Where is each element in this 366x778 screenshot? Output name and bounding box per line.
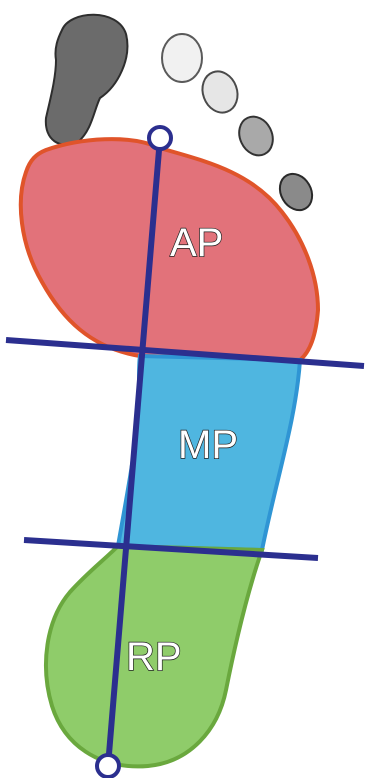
toe-2 xyxy=(162,34,202,82)
rp-label: RP xyxy=(126,635,182,679)
axis-endpoint-top xyxy=(149,127,171,149)
toe-3 xyxy=(197,66,243,117)
toe-4 xyxy=(233,111,279,161)
ap-label: AP xyxy=(170,221,223,265)
axis-endpoint-bottom xyxy=(97,755,119,777)
mp-label: MP xyxy=(178,423,238,467)
big-toe xyxy=(46,15,128,145)
